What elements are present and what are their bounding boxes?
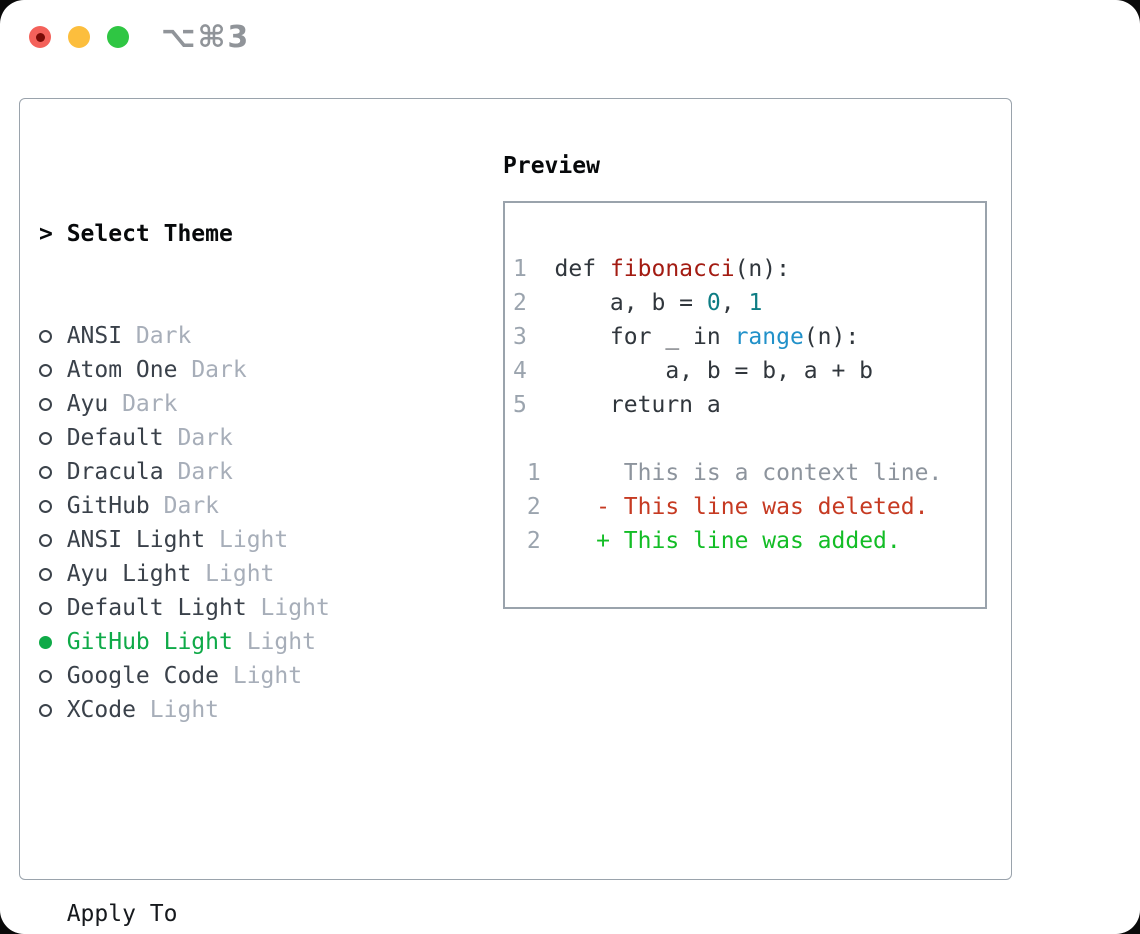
preview-code-line: 2 a, b = 0, 1	[513, 290, 763, 316]
theme-option-atom-one[interactable]: Atom One Dark	[39, 353, 427, 387]
radio-unselected-icon	[39, 397, 67, 411]
radio-unselected-icon	[39, 431, 67, 445]
theme-variant-label: Light	[219, 663, 303, 689]
preview-pane: 1 def fibonacci(n): 2 a, b = 0, 1 3 for _ …	[503, 201, 987, 609]
theme-option-default[interactable]: Default Dark	[39, 421, 427, 455]
theme-variant-label: Dark	[122, 323, 192, 349]
theme-option-xcode[interactable]: XCode Light	[39, 693, 427, 727]
theme-option-label: Default	[66, 425, 164, 451]
theme-variant-label: Dark	[163, 425, 233, 451]
select-theme-header: > Select Theme	[39, 217, 427, 251]
preview-code-line: 3 for _ in range(n):	[513, 324, 860, 350]
radio-unselected-icon	[39, 465, 67, 479]
prompt-caret-icon: >	[39, 221, 53, 247]
window-title: ⌥⌘3	[161, 19, 251, 55]
preview-label: Preview	[503, 153, 600, 179]
theme-option-ayu[interactable]: Ayu Dark	[39, 387, 427, 421]
theme-variant-label: Dark	[163, 459, 233, 485]
close-button[interactable]	[29, 26, 51, 48]
radio-unselected-icon	[39, 601, 67, 615]
theme-variant-label: Light	[246, 595, 330, 621]
preview-code-line: 2 - This line was deleted.	[513, 494, 929, 520]
preview-code-line: 4 a, b = b, a + b	[513, 358, 874, 384]
radio-selected-icon	[39, 635, 67, 649]
code-preview: 1 def fibonacci(n): 2 a, b = 0, 1 3 for _ …	[505, 203, 985, 558]
theme-option-label: ANSI Light	[66, 527, 206, 553]
traffic-lights	[29, 26, 129, 48]
theme-option-label: Google Code	[66, 663, 220, 689]
theme-variant-label: Light	[232, 629, 316, 655]
theme-option-label: Atom One	[66, 357, 178, 383]
title-bar: ⌥⌘3	[0, 0, 1140, 74]
theme-option-label: ANSI	[66, 323, 123, 349]
theme-variant-label: Light	[205, 527, 289, 553]
radio-unselected-icon	[39, 499, 67, 513]
theme-option-label: Ayu Light	[66, 561, 192, 587]
theme-option-ayu-light[interactable]: Ayu Light Light	[39, 557, 427, 591]
apply-to-label: Apply To	[66, 901, 178, 927]
theme-option-ansi[interactable]: ANSI Dark	[39, 319, 427, 353]
theme-option-label: XCode	[66, 697, 136, 723]
theme-variant-label: Dark	[177, 357, 247, 383]
theme-option-label: GitHub Light	[66, 629, 233, 655]
theme-option-default-light[interactable]: Default Light Light	[39, 591, 427, 625]
preview-code-line	[513, 422, 985, 456]
radio-unselected-icon	[39, 533, 67, 547]
theme-option-github-light[interactable]: GitHub Light Light	[39, 625, 427, 659]
theme-variant-label: Light	[135, 697, 220, 723]
radio-unselected-icon	[39, 329, 67, 343]
theme-variant-label: Dark	[149, 493, 220, 519]
theme-option-github[interactable]: GitHub Dark	[39, 489, 427, 523]
theme-option-dracula[interactable]: Dracula Dark	[39, 455, 427, 489]
radio-unselected-icon	[39, 567, 67, 581]
theme-option-google-code[interactable]: Google Code Light	[39, 659, 427, 693]
theme-option-label: GitHub	[66, 493, 150, 519]
radio-unselected-icon	[39, 363, 67, 377]
preview-code-line: 2 + This line was added.	[513, 528, 901, 554]
theme-option-label: Default Light	[66, 595, 247, 621]
theme-option-label: Ayu	[66, 391, 109, 417]
radio-unselected-icon	[39, 703, 67, 717]
theme-option-ansi-light[interactable]: ANSI Light Light	[39, 523, 427, 557]
theme-variant-label: Dark	[108, 391, 178, 417]
preview-code-line: 1 This is a context line.	[513, 460, 943, 486]
preview-code-line: 5 return a	[513, 392, 721, 418]
apply-to-header: Apply To	[39, 897, 427, 931]
select-theme-label: Select Theme	[66, 221, 233, 247]
theme-option-label: Dracula	[66, 459, 164, 485]
preview-code-line: 1 def fibonacci(n):	[513, 256, 790, 282]
spacer	[39, 795, 427, 829]
maximize-button[interactable]	[107, 26, 129, 48]
radio-unselected-icon	[39, 669, 67, 683]
theme-variant-label: Light	[191, 561, 275, 587]
minimize-button[interactable]	[68, 26, 90, 48]
